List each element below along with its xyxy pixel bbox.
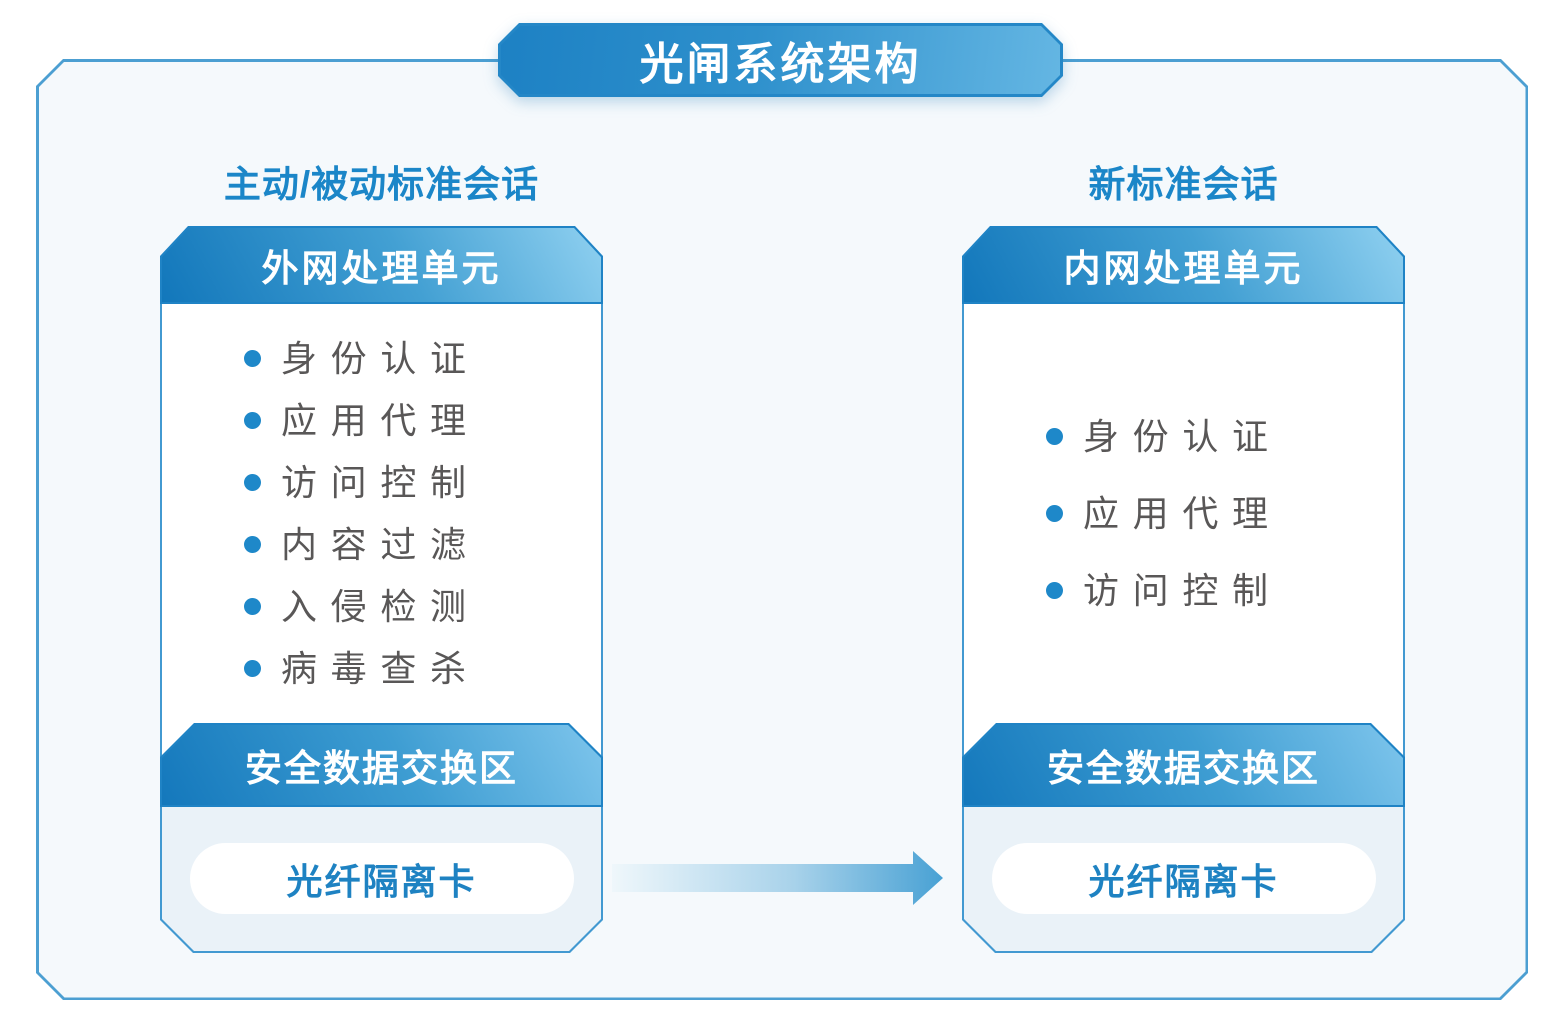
fiber-isolation-card-pill: 光纤隔离卡 [992, 843, 1376, 914]
feature-item-label: 访问控制 [281, 461, 480, 503]
feature-item: 应用代理 [1046, 492, 1403, 534]
session-label-left: 主动/被动标准会话 [223, 164, 540, 205]
feature-item: 入侵检测 [244, 585, 601, 627]
bullet-icon [244, 660, 261, 677]
feature-item-label: 入侵检测 [281, 585, 480, 627]
session-label-right: 新标准会话 [1088, 164, 1279, 205]
feature-list-external: 身份认证 应用代理 访问控制 内容过滤 入侵检测 病毒查杀 [160, 304, 603, 723]
exchange-zone-banner: 安全数据交换区 [160, 723, 603, 807]
fiber-isolation-card-label: 光纤隔离卡 [286, 860, 477, 902]
diagram-title: 光闸系统架构 [639, 40, 922, 89]
exchange-zone-label: 安全数据交换区 [1047, 748, 1320, 789]
exchange-zone-section-fill: 光纤隔离卡 [162, 807, 601, 951]
feature-item: 病毒查杀 [244, 647, 601, 689]
exchange-banner-fill: 安全数据交换区 [162, 725, 601, 805]
bullet-icon [1046, 428, 1063, 445]
internal-unit-card: 内网处理单元 身份认证 应用代理 访问控制 安全数据交换区 光纤隔离卡 [962, 226, 1405, 953]
fiber-isolation-card-label: 光纤隔离卡 [1088, 860, 1279, 902]
external-unit-card: 外网处理单元 身份认证 应用代理 访问控制 内容过滤 入侵检测 病毒查杀 [160, 226, 603, 953]
exchange-zone-label: 安全数据交换区 [245, 748, 518, 789]
feature-item: 访问控制 [244, 461, 601, 503]
exchange-zone-section-fill: 光纤隔离卡 [964, 807, 1403, 951]
feature-item-label: 身份认证 [281, 337, 480, 379]
feature-item-label: 应用代理 [281, 399, 480, 441]
feature-item-label: 访问控制 [1083, 569, 1282, 611]
diagram-title-banner: 光闸系统架构 [498, 23, 1063, 97]
bullet-icon [244, 474, 261, 491]
card-header-external: 外网处理单元 [160, 226, 603, 304]
exchange-zone-section: 光纤隔离卡 [160, 807, 603, 953]
feature-item: 应用代理 [244, 399, 601, 441]
card-header-label: 外网处理单元 [261, 248, 502, 289]
feature-item-label: 应用代理 [1083, 492, 1282, 534]
bullet-icon [244, 350, 261, 367]
exchange-zone-banner-wrap: 安全数据交换区 [962, 723, 1405, 807]
exchange-banner-fill: 安全数据交换区 [964, 725, 1403, 805]
card-header-fill: 内网处理单元 [964, 228, 1403, 302]
feature-item-label: 病毒查杀 [281, 647, 480, 689]
card-header-label: 内网处理单元 [1063, 248, 1304, 289]
feature-list-internal: 身份认证 应用代理 访问控制 [962, 304, 1405, 723]
card-header-fill: 外网处理单元 [162, 228, 601, 302]
feature-item-label: 身份认证 [1083, 415, 1282, 457]
feature-item: 身份认证 [244, 337, 601, 379]
bullet-icon [244, 412, 261, 429]
title-banner-fill: 光闸系统架构 [501, 26, 1060, 94]
feature-item: 访问控制 [1046, 569, 1403, 611]
exchange-zone-banner-wrap: 安全数据交换区 [160, 723, 603, 807]
card-header-internal: 内网处理单元 [962, 226, 1405, 304]
feature-item: 身份认证 [1046, 415, 1403, 457]
feature-item: 内容过滤 [244, 523, 601, 565]
feature-item-label: 内容过滤 [281, 523, 480, 565]
exchange-zone-section: 光纤隔离卡 [962, 807, 1405, 953]
bullet-icon [1046, 582, 1063, 599]
fiber-isolation-card-pill: 光纤隔离卡 [190, 843, 574, 914]
bullet-icon [1046, 505, 1063, 522]
bullet-icon [244, 536, 261, 553]
bullet-icon [244, 598, 261, 615]
exchange-zone-banner: 安全数据交换区 [962, 723, 1405, 807]
